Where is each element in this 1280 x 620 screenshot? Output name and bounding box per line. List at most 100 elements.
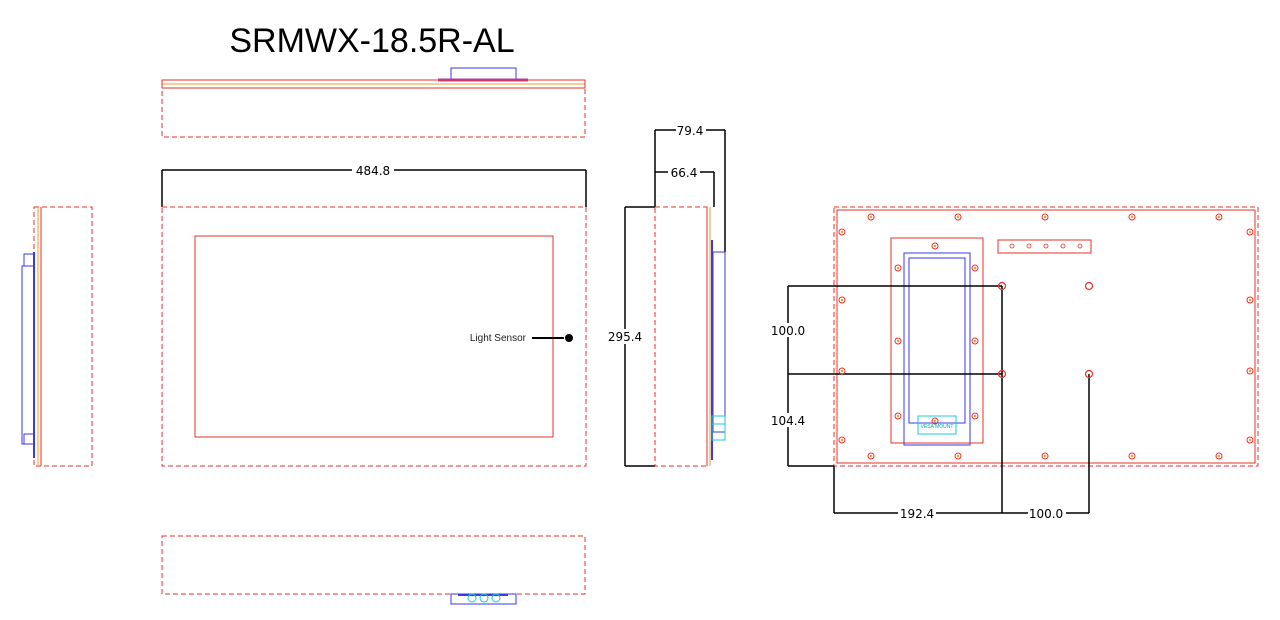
rear-screw-center — [1248, 298, 1252, 302]
rear-connector-port — [1009, 243, 1015, 249]
width-label-bg — [352, 163, 394, 177]
bottom-connector-3 — [491, 593, 501, 603]
rear-screw — [1246, 228, 1254, 236]
rear-screw-center — [956, 215, 960, 219]
rear-screw-center — [1248, 230, 1252, 234]
rear-inner-outline — [836, 209, 1256, 464]
top-body — [161, 87, 586, 138]
right-side-view: 79.4 66.4 295.4 — [606, 123, 726, 467]
rear-vesa-hole — [1084, 369, 1094, 379]
rear-screw — [954, 452, 962, 460]
depth-outer-label-bg — [676, 123, 706, 137]
rear-screw — [894, 264, 902, 272]
rear-connector-block — [917, 415, 957, 435]
rear-screw-center — [840, 438, 844, 442]
left-side-body — [33, 206, 93, 467]
rear-screw-center — [1248, 369, 1252, 373]
rear-screw-center — [840, 369, 844, 373]
depth-inner-label-bg — [668, 165, 700, 179]
depth-inner-label: 66.4 — [671, 166, 698, 180]
rear-screw-center — [933, 244, 937, 248]
rear-screw — [838, 436, 846, 444]
left-side-bracket-top — [23, 253, 35, 267]
rear-mount-plate — [890, 237, 984, 444]
rear-screw — [867, 213, 875, 221]
rear-screw — [894, 337, 902, 345]
rear-vert-lower-label-bg — [770, 413, 806, 427]
height-label-bg — [606, 329, 644, 344]
rear-screw-center — [869, 454, 873, 458]
rear-screw — [971, 337, 979, 345]
light-sensor-label: Light Sensor — [470, 333, 527, 344]
rear-screw — [931, 242, 939, 250]
rear-connector-port — [1060, 243, 1066, 249]
rear-screw-center — [973, 266, 977, 270]
bottom-connector-2 — [479, 593, 489, 603]
rear-screws — [838, 213, 1254, 460]
rear-screw-center — [1130, 215, 1134, 219]
rear-screw — [1041, 452, 1049, 460]
rear-screw-center — [956, 454, 960, 458]
height-label: 295.4 — [608, 330, 642, 344]
rear-screw-center — [973, 339, 977, 343]
front-body — [161, 206, 587, 467]
rear-screw-center — [1043, 454, 1047, 458]
rear-horiz-right-label-bg — [1028, 506, 1066, 520]
rear-view: VESA MOUNT 100.0 104.4 192.4 100.0 — [770, 206, 1259, 521]
rear-body — [833, 206, 1259, 467]
rear-vert-upper-label: 100.0 — [771, 324, 805, 338]
rear-screw — [867, 452, 875, 460]
bottom-view — [161, 535, 586, 605]
rear-vesa-hole — [997, 369, 1007, 379]
rear-connector-port — [1026, 243, 1032, 249]
rear-horiz-left-label-bg — [898, 506, 936, 520]
rear-screw-center — [1248, 438, 1252, 442]
rear-screw — [894, 412, 902, 420]
rear-screw-center — [896, 414, 900, 418]
drawing-title: SRMWX-18.5R-AL — [229, 22, 514, 60]
rear-screw — [838, 367, 846, 375]
rear-vert-lower-label: 104.4 — [771, 414, 805, 428]
rear-connector-strip — [997, 239, 1092, 254]
rear-screw — [931, 417, 939, 425]
rear-screw — [1246, 296, 1254, 304]
rear-screw — [1128, 213, 1136, 221]
rear-screw — [1041, 213, 1049, 221]
rear-screw-center — [840, 298, 844, 302]
rear-vert-upper-label-bg — [770, 323, 806, 337]
light-sensor-dot — [565, 334, 573, 342]
bottom-connector-1 — [467, 593, 477, 603]
right-side-connector — [711, 415, 726, 441]
rear-screw — [971, 264, 979, 272]
left-side-view — [21, 206, 93, 467]
right-side-bracket — [712, 251, 726, 433]
rear-screw-center — [1130, 454, 1134, 458]
rear-screw-center — [896, 266, 900, 270]
rear-bracket-text: VESA MOUNT — [921, 424, 954, 430]
rear-screw — [1215, 452, 1223, 460]
top-view — [161, 67, 586, 138]
right-side-body — [654, 206, 708, 467]
bottom-body — [161, 535, 586, 595]
rear-horiz-left-label: 192.4 — [900, 507, 934, 521]
rear-screw — [838, 296, 846, 304]
rear-screw — [1246, 367, 1254, 375]
front-view: 484.8 Light Sensor — [161, 163, 587, 467]
rear-horiz-right-label: 100.0 — [1029, 507, 1063, 521]
rear-screw-center — [933, 419, 937, 423]
depth-outer-label: 79.4 — [677, 124, 704, 138]
rear-connector-port — [1077, 243, 1083, 249]
top-bracket — [450, 67, 517, 81]
rear-screw — [1215, 213, 1223, 221]
rear-screw-center — [840, 230, 844, 234]
rear-vesa-hole — [1084, 281, 1094, 291]
left-side-bracket-bottom — [23, 433, 35, 445]
rear-screw-center — [1217, 454, 1221, 458]
rear-vesa-hole — [997, 281, 1007, 291]
rear-screw — [971, 412, 979, 420]
width-label: 484.8 — [356, 164, 390, 178]
rear-screw-center — [869, 215, 873, 219]
rear-mount-bracket — [903, 252, 971, 446]
rear-screw-center — [1043, 215, 1047, 219]
